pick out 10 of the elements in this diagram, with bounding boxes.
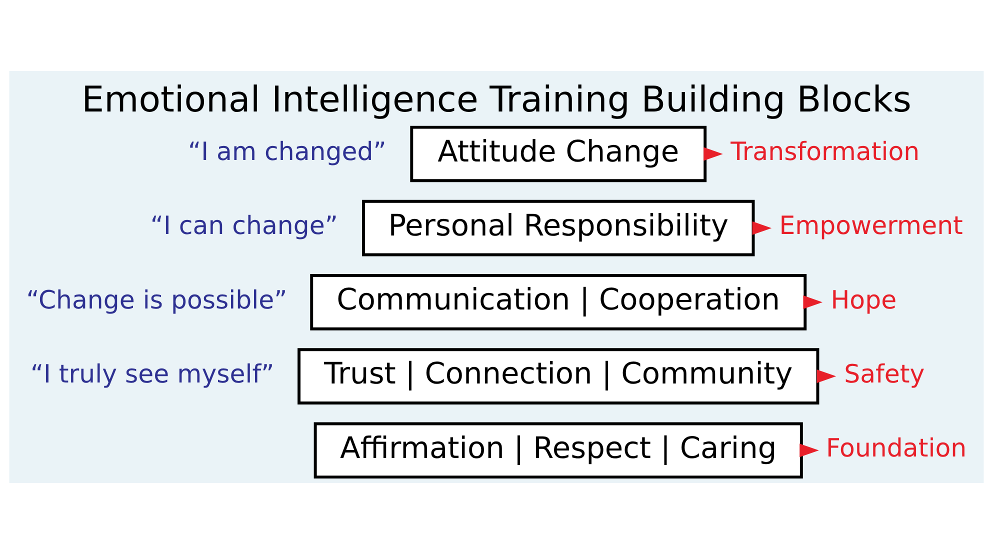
node-text: Empowerment	[778, 211, 962, 240]
node-label: “Change is possible”	[26, 285, 287, 314]
node-text: Transformation	[730, 137, 920, 166]
node-text: Safety	[844, 359, 924, 388]
node-text: Foundation	[825, 433, 966, 462]
node-label: “I truly see myself”	[30, 359, 274, 388]
node-text: Hope	[830, 285, 896, 314]
node-label: “I am changed”	[188, 137, 386, 166]
node-label: “I can change”	[150, 211, 338, 240]
diagram-title: Emotional Intelligence Training Building Blocks	[81, 79, 911, 120]
